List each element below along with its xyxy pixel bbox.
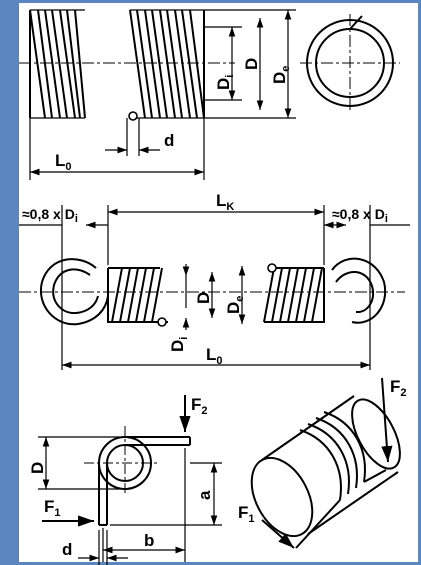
- label-b: b: [144, 531, 154, 550]
- label-a: a: [195, 490, 214, 500]
- label-f2-3d: F2: [390, 377, 407, 399]
- label-f2: F2: [191, 395, 208, 417]
- label-wire-d-torsion: d: [62, 540, 72, 559]
- extension-coils-right: [263, 267, 325, 323]
- label-l0: L0: [55, 151, 72, 173]
- right-hook: [331, 257, 387, 324]
- torsion-spring-2d: [84, 426, 191, 526]
- label-f1-3d: F1: [238, 503, 255, 525]
- label-hook-right: ≈0,8 x Di: [332, 206, 388, 225]
- label-d: D: [242, 58, 261, 70]
- torsion-3d-forces: [261, 377, 393, 549]
- label-d-ext: D: [194, 292, 213, 304]
- torsion-spring-3d: [250, 395, 401, 549]
- label-de: De: [270, 66, 292, 84]
- label-de-ext: De: [224, 296, 246, 314]
- extension-dimensions: [19, 205, 410, 370]
- label-wire-d: d: [164, 131, 174, 150]
- torsion-dimensions: [38, 395, 222, 565]
- compression-spring: [19, 9, 400, 121]
- label-lk: LK: [216, 191, 234, 213]
- label-f1: F1: [44, 497, 61, 519]
- label-hook-left: ≈0,8 x Di: [22, 206, 78, 225]
- compression-coils-left: [29, 9, 86, 119]
- label-diameter: D: [28, 462, 47, 474]
- left-hook: [39, 258, 109, 326]
- label-di-ext: Di: [168, 337, 190, 352]
- compression-coils-right: [129, 9, 205, 119]
- compression-dimensions: [29, 9, 296, 180]
- label-di: Di: [214, 75, 236, 90]
- extension-coils-left: [107, 267, 168, 323]
- label-l0-ext: L0: [206, 345, 223, 367]
- wire-cross-section: [128, 111, 138, 121]
